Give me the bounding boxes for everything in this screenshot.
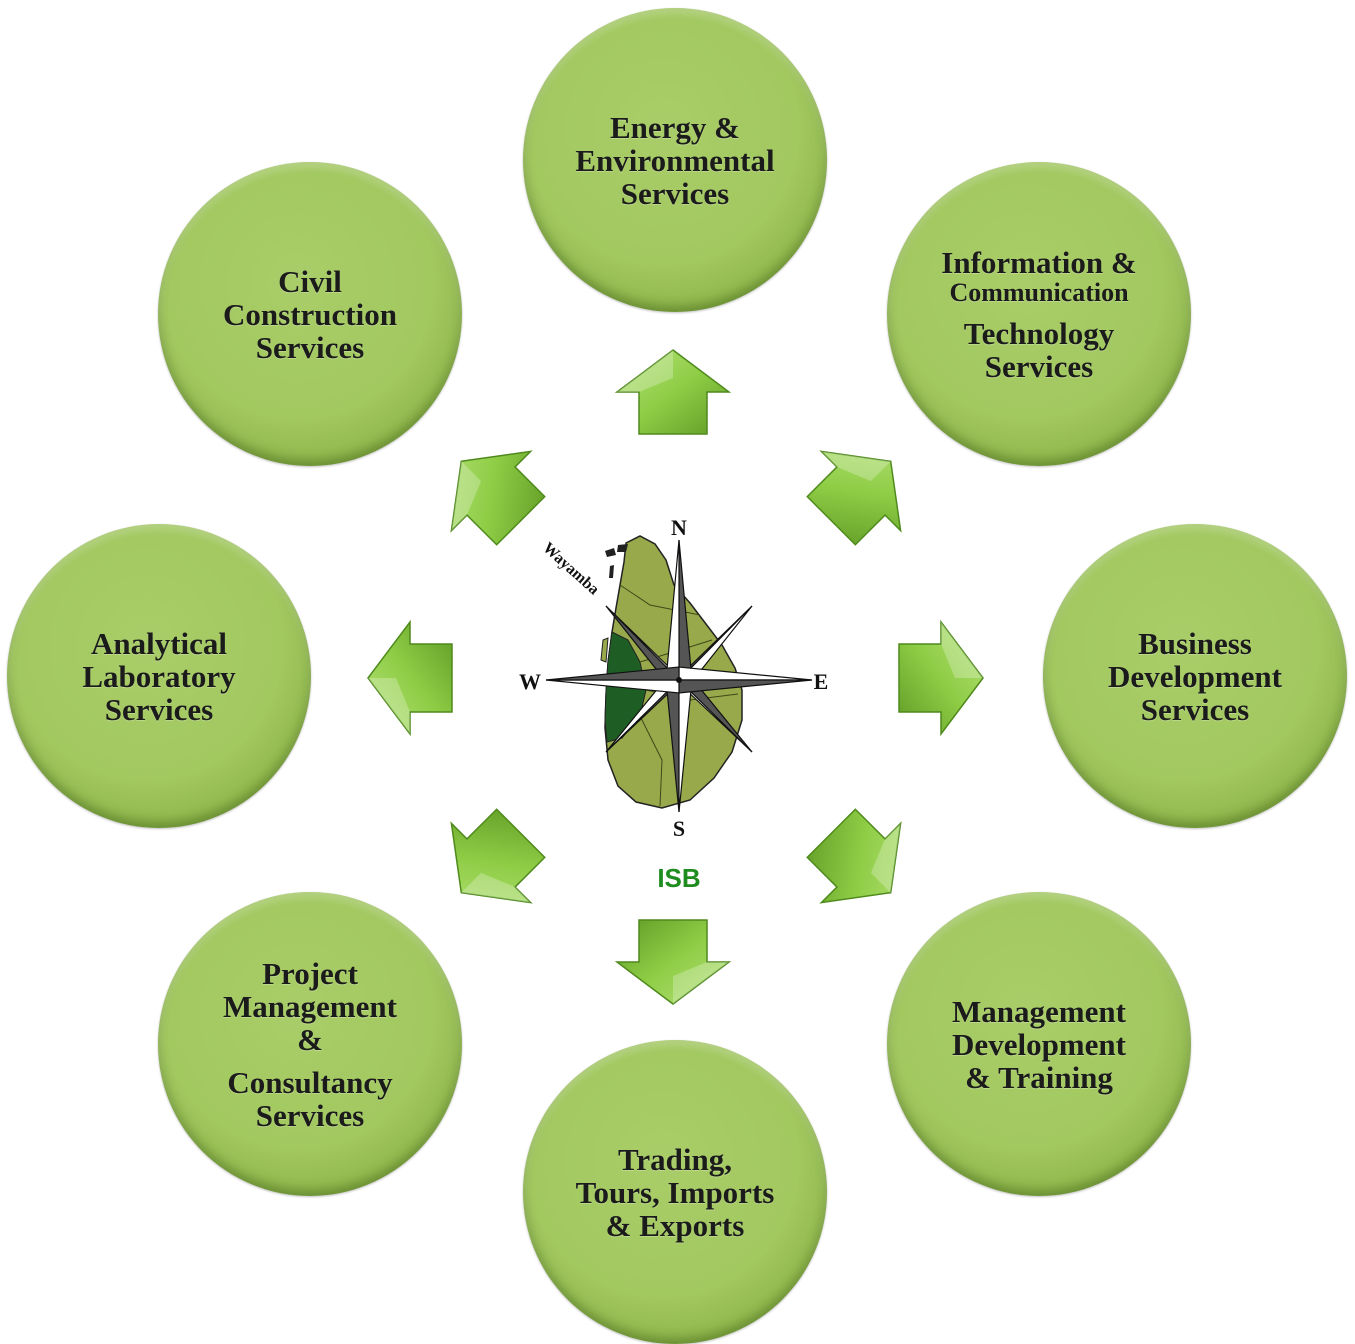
node-information-communication-technology: Information & Communication Technology S… bbox=[887, 162, 1191, 466]
node-label-line: Services bbox=[255, 1097, 365, 1133]
node-label-line: Services bbox=[1140, 691, 1250, 727]
compass-label-south: S bbox=[673, 816, 685, 841]
node-label-line: Services bbox=[620, 175, 730, 211]
arrow-east-icon bbox=[898, 619, 984, 737]
node-label-line: Services bbox=[255, 329, 365, 365]
node-label-line: Consultancy bbox=[227, 1064, 393, 1100]
brand-label-isb: ISB bbox=[657, 863, 700, 893]
node-label-line: Development bbox=[1108, 658, 1282, 694]
node-label-line: Management bbox=[223, 988, 397, 1024]
node-label-line: Information & bbox=[941, 244, 1137, 280]
arrow-northwest-icon bbox=[450, 450, 546, 546]
arrow-southeast-icon bbox=[806, 808, 902, 904]
node-label-line: Development bbox=[952, 1026, 1126, 1062]
node-label-line: & Training bbox=[965, 1059, 1113, 1095]
node-label-line: Environmental bbox=[575, 142, 775, 178]
node-label-line: Trading, bbox=[618, 1141, 732, 1177]
node-label-line: Services bbox=[104, 691, 214, 727]
node-label-line: Laboratory bbox=[82, 658, 236, 694]
node-label-line: Energy & bbox=[609, 109, 740, 145]
node-label-line: & bbox=[297, 1021, 323, 1057]
node-trading-tours-imports-exports: Trading, Tours, Imports & Exports bbox=[523, 1040, 827, 1344]
node-label-line: Services bbox=[984, 348, 1094, 384]
node-label-line: Tours, Imports bbox=[575, 1174, 775, 1210]
node-label-line: Project bbox=[262, 955, 358, 991]
node-civil-construction: Civil Construction Services bbox=[158, 162, 462, 466]
compass-label-north: N bbox=[671, 515, 687, 540]
node-label-line: Civil bbox=[278, 263, 342, 299]
arrow-southwest-icon bbox=[450, 808, 546, 904]
node-management-development-training: Management Development & Training bbox=[887, 892, 1191, 1196]
node-label-line: Technology bbox=[963, 315, 1115, 351]
node-analytical-laboratory: Analytical Laboratory Services bbox=[7, 524, 311, 828]
arrow-north-icon bbox=[614, 349, 732, 435]
arrow-northeast-icon bbox=[806, 450, 902, 546]
node-label-line: Construction bbox=[223, 296, 397, 332]
node-label-line: & Exports bbox=[605, 1207, 745, 1243]
node-energy-environmental: Energy & Environmental Services bbox=[523, 8, 827, 312]
node-project-management-consultancy: Project Management & Consultancy Service… bbox=[158, 892, 462, 1196]
node-business-development: Business Development Services bbox=[1043, 524, 1347, 828]
arrow-west-icon bbox=[367, 619, 453, 737]
node-label-line: Business bbox=[1138, 625, 1252, 661]
arrow-south-icon bbox=[614, 919, 732, 1005]
compass-label-east: E bbox=[814, 669, 829, 694]
region-label-wayamba: Wayamba bbox=[539, 539, 602, 598]
node-label-line: Communication bbox=[949, 277, 1129, 307]
node-label-line: Management bbox=[952, 993, 1126, 1029]
center-emblem: Wayamba N S E W ISB bbox=[519, 515, 829, 893]
compass-label-west: W bbox=[519, 669, 541, 694]
compass-rose-icon bbox=[545, 539, 813, 813]
node-label-line: Analytical bbox=[90, 625, 228, 661]
